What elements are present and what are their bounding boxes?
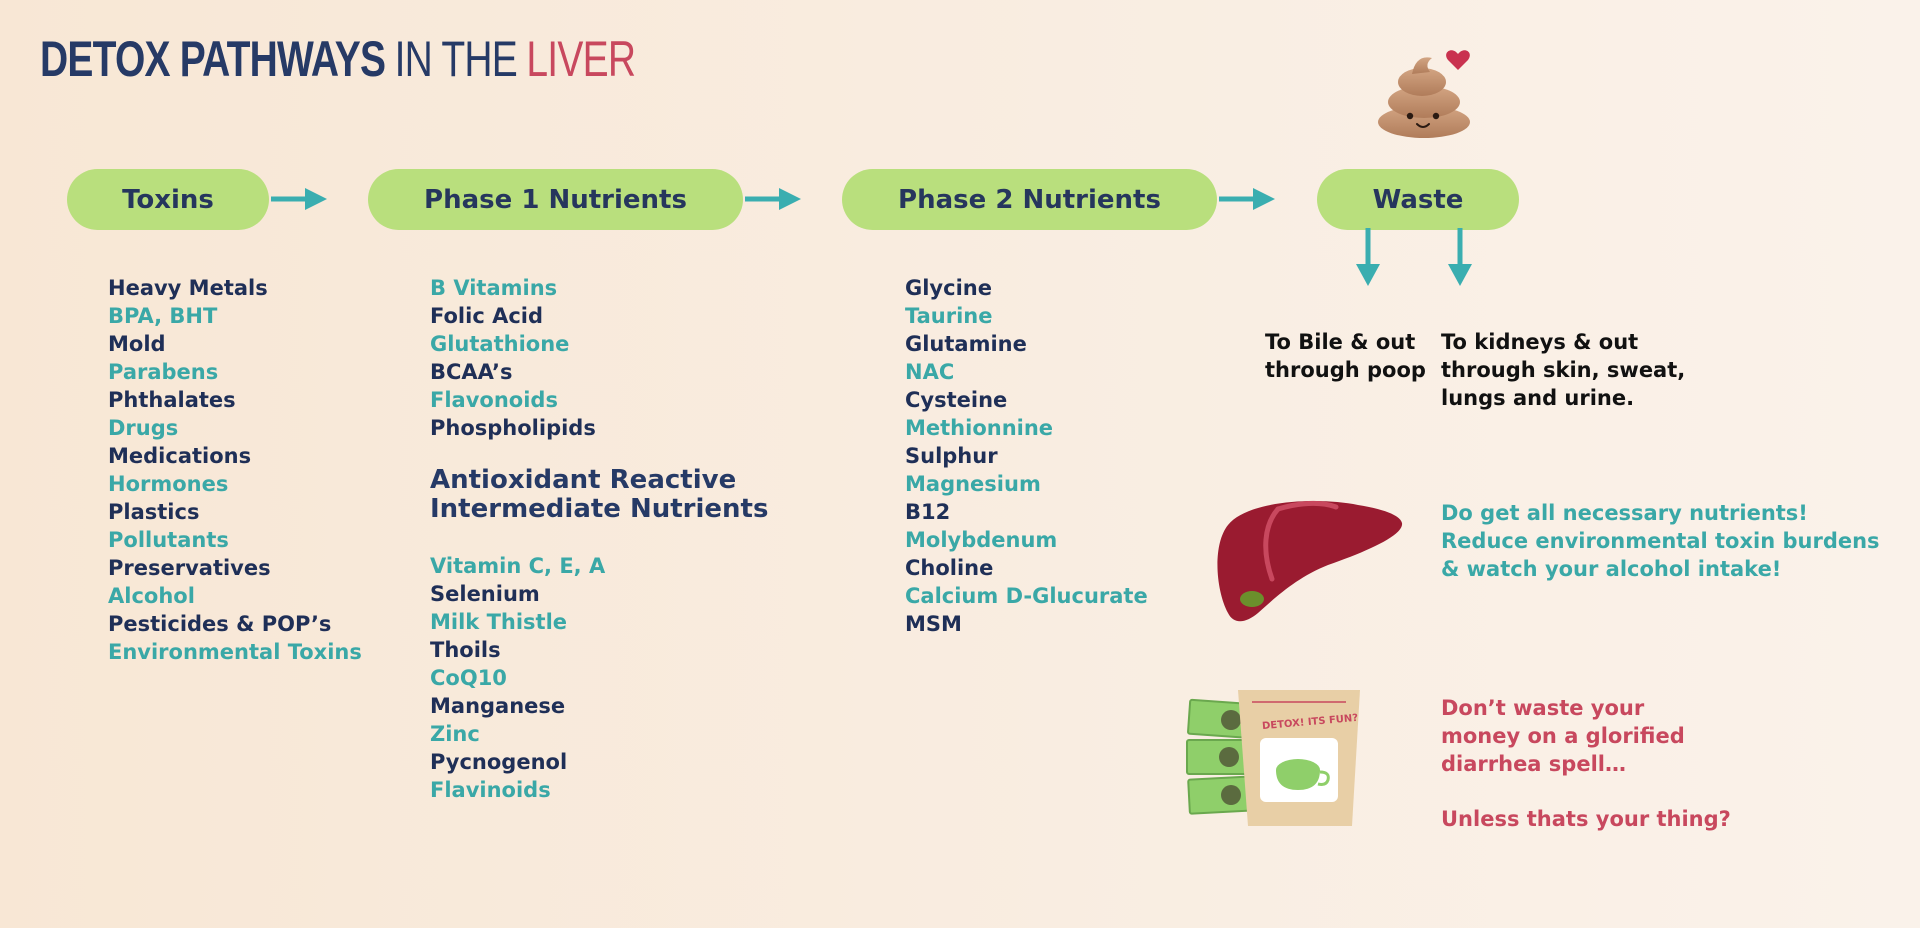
note-line: through skin, sweat, — [1441, 358, 1686, 382]
warning-tail-note: Unless thats your thing? — [1441, 807, 1731, 831]
list-item: CoQ10 — [430, 666, 507, 690]
stage-waste: Waste — [1317, 169, 1519, 230]
note-line: Don’t waste your — [1441, 696, 1645, 720]
note-line: To Bile & out — [1265, 330, 1416, 354]
list-item: Choline — [905, 556, 994, 580]
list-item: Preservatives — [108, 556, 271, 580]
list-item: Zinc — [430, 722, 480, 746]
list-item: Cysteine — [905, 388, 1008, 412]
list-item: Mold — [108, 332, 166, 356]
antioxidant-heading-line: Antioxidant Reactive — [430, 465, 737, 495]
stage-phase-2-nutrients: Phase 2 Nutrients — [842, 169, 1217, 230]
stage-toxins: Toxins — [67, 169, 269, 230]
note-line: lungs and urine. — [1441, 386, 1635, 410]
arrow-right-icon — [271, 188, 327, 210]
title-part-liver: LIVER — [526, 31, 636, 87]
stage-phase-1-nutrients: Phase 1 Nutrients — [368, 169, 743, 230]
antioxidant-heading: Antioxidant Reactive Intermediate Nutrie… — [430, 466, 768, 524]
list-item: Taurine — [905, 304, 993, 328]
title-part-in-the: IN THE — [394, 31, 518, 87]
heart-icon — [1446, 50, 1470, 70]
arrow-down-icon — [1448, 228, 1472, 286]
list-item: Glutathione — [430, 332, 570, 356]
list-item: BPA, BHT — [108, 304, 218, 328]
liver-icon — [1217, 500, 1403, 622]
list-item: Parabens — [108, 360, 219, 384]
list-item: Magnesium — [905, 472, 1041, 496]
list-item: Medications — [108, 444, 252, 468]
list-item: Molybdenum — [905, 528, 1058, 552]
detox-tea-package-icon: DETOX! ITS FUN? — [1238, 690, 1360, 826]
note-line: To kidneys & out — [1441, 330, 1639, 354]
list-item: BCAA’s — [430, 360, 513, 384]
warning-note: Don’t waste your money on a glorified di… — [1441, 694, 1685, 778]
list-item: Drugs — [108, 416, 179, 440]
title-part-detox-pathways: DETOX PATHWAYS — [40, 31, 386, 87]
arrow-right-icon — [745, 188, 801, 210]
list-item: Hormones — [108, 472, 229, 496]
list-item: MSM — [905, 612, 962, 636]
list-item: Glycine — [905, 276, 992, 300]
poop-emoji-icon — [1378, 50, 1470, 138]
list-item: Flavinoids — [430, 778, 551, 802]
note-line: through poop — [1265, 358, 1426, 382]
money-bills-icon — [1186, 698, 1257, 815]
note-line: diarrhea spell… — [1441, 752, 1626, 776]
list-item: Calcium D-Glucurate — [905, 584, 1148, 608]
list-item: Heavy Metals — [108, 276, 268, 300]
arrow-down-icon — [1356, 228, 1380, 286]
note-line: & watch your alcohol intake! — [1441, 557, 1782, 581]
advice-note: Do get all necessary nutrients! Reduce e… — [1441, 499, 1880, 583]
list-item: Manganese — [430, 694, 566, 718]
note-line: Do get all necessary nutrients! — [1441, 501, 1808, 525]
note-line: Reduce environmental toxin burdens — [1441, 529, 1880, 553]
antioxidant-heading-line: Intermediate Nutrients — [430, 494, 769, 524]
bile-route-note: To Bile & out through poop — [1265, 328, 1426, 384]
list-item: Vitamin C, E, A — [430, 554, 606, 578]
list-item: Methionnine — [905, 416, 1054, 440]
list-item: Alcohol — [108, 584, 195, 608]
list-item: Selenium — [430, 582, 540, 606]
package-shape — [1238, 690, 1360, 826]
arrow-right-icon — [1219, 188, 1275, 210]
list-item: Thoils — [430, 638, 501, 662]
list-item: Milk Thistle — [430, 610, 568, 634]
page-title: DETOX PATHWAYS IN THE LIVER — [40, 30, 636, 90]
list-item: Pesticides & POP’s — [108, 612, 332, 636]
list-item: B Vitamins — [430, 276, 558, 300]
list-item: Phospholipids — [430, 416, 596, 440]
list-item: Sulphur — [905, 444, 998, 468]
list-item: B12 — [905, 500, 951, 524]
list-item: NAC — [905, 360, 955, 384]
list-item: Environmental Toxins — [108, 640, 362, 664]
list-item: Flavonoids — [430, 388, 558, 412]
list-item: Pycnogenol — [430, 750, 568, 774]
note-line: money on a glorified — [1441, 724, 1685, 748]
kidneys-route-note: To kidneys & out through skin, sweat, lu… — [1441, 328, 1685, 412]
list-item: Folic Acid — [430, 304, 544, 328]
list-item: Glutamine — [905, 332, 1027, 356]
list-item: Pollutants — [108, 528, 229, 552]
list-item: Plastics — [108, 500, 200, 524]
list-item: Phthalates — [108, 388, 236, 412]
